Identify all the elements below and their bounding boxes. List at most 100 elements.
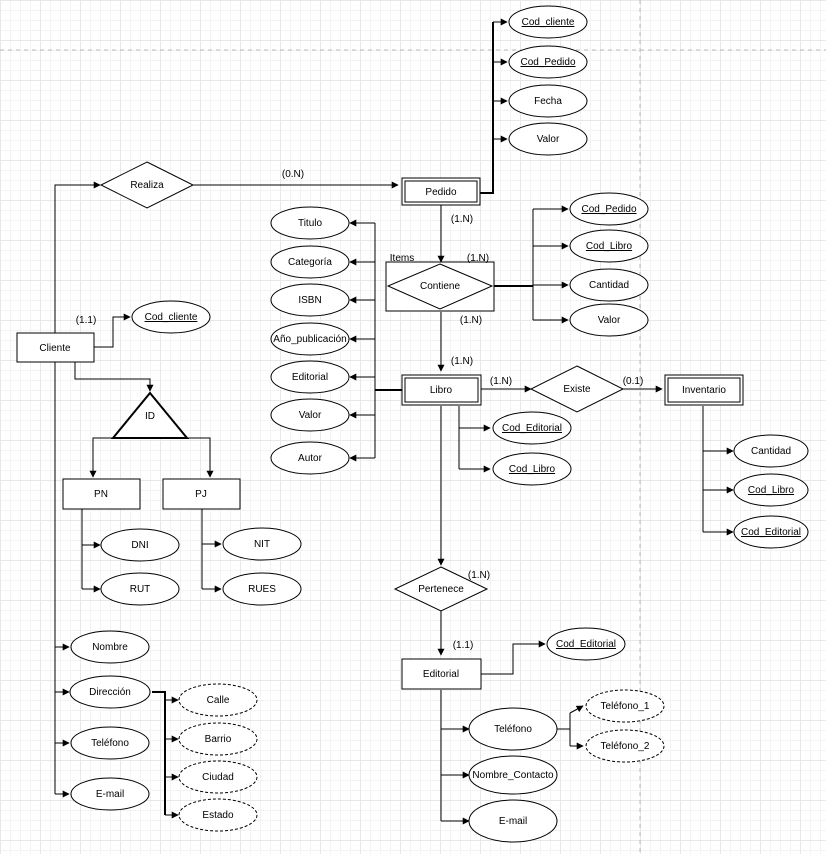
svg-text:Estado: Estado	[202, 810, 234, 821]
relationship-pertenece-label: Pertenece	[418, 584, 464, 595]
svg-text:NIT: NIT	[254, 539, 270, 550]
svg-text:Cod_Libro: Cod_Libro	[586, 241, 633, 252]
svg-text:Nombre: Nombre	[92, 642, 128, 653]
card-realiza-pedido: (0.N)	[282, 169, 304, 180]
attr-editorial-cod-editorial[interactable]: Cod_Editorial	[546, 627, 626, 661]
attr-pn-rut[interactable]: RUT	[100, 572, 180, 606]
entity-libro[interactable]: Libro	[401, 374, 482, 406]
attr-pedido-fecha[interactable]: Fecha	[508, 84, 588, 118]
svg-text:Valor: Valor	[299, 410, 322, 421]
relationship-realiza-label: Realiza	[130, 180, 164, 191]
svg-text:RUT: RUT	[130, 584, 151, 595]
relationship-contiene[interactable]: Contiene	[385, 261, 495, 312]
attr-libro-valor[interactable]: Valor	[270, 398, 350, 432]
svg-text:Ciudad: Ciudad	[202, 772, 234, 783]
attr-cliente-cod-cliente[interactable]: Cod_cliente	[131, 300, 211, 334]
svg-text:Cod_Libro: Cod_Libro	[509, 464, 556, 475]
attr-libro-categoria[interactable]: Categoría	[270, 245, 350, 279]
attr-cliente-direccion[interactable]: Dirección	[69, 675, 151, 709]
attr-cliente-email[interactable]: E-mail	[70, 777, 150, 811]
attr-inventario-cantidad[interactable]: Cantidad	[733, 434, 809, 468]
card-items: Items	[390, 253, 414, 264]
attr-direccion-barrio[interactable]: Barrio	[178, 722, 258, 756]
relationship-realiza[interactable]: Realiza	[99, 161, 195, 209]
svg-text:Cantidad: Cantidad	[751, 446, 791, 457]
attr-inventario-cod-editorial[interactable]: Cod_Editorial	[733, 515, 809, 549]
attr-pj-nit[interactable]: NIT	[222, 527, 302, 561]
card-contiene-libro: (1.N)	[460, 315, 482, 326]
entity-pn-label: PN	[94, 489, 108, 500]
svg-text:Cod_Pedido: Cod_Pedido	[520, 57, 575, 68]
relationship-existe-label: Existe	[563, 384, 591, 395]
attr-pn-dni[interactable]: DNI	[100, 528, 180, 562]
entity-pedido-label: Pedido	[425, 187, 457, 198]
attr-libro-isbn[interactable]: ISBN	[270, 283, 350, 317]
cardinality-labels: (0.N) (1.N) Items (1.N) (1.N) (1.N) (1.N…	[76, 169, 644, 651]
svg-text:Cod_Editorial: Cod_Editorial	[741, 527, 801, 538]
entity-cliente-label: Cliente	[39, 343, 71, 354]
attr-editorial-nombre-contacto[interactable]: Nombre_Contacto	[468, 755, 558, 795]
svg-text:Cod_cliente: Cod_cliente	[145, 312, 198, 323]
svg-text:Año_publicación: Año_publicación	[273, 334, 346, 345]
relationship-existe[interactable]: Existe	[529, 365, 625, 413]
relationship-pertenece[interactable]: Pertenece	[393, 566, 489, 612]
attr-editorial-email[interactable]: E-mail	[468, 799, 558, 843]
entity-editorial-label: Editorial	[423, 669, 459, 680]
entity-editorial[interactable]: Editorial	[401, 658, 482, 690]
svg-text:Categoría: Categoría	[288, 257, 332, 268]
svg-text:E-mail: E-mail	[499, 816, 527, 827]
svg-text:Editorial: Editorial	[292, 372, 328, 383]
svg-text:Cod_Libro: Cod_Libro	[748, 485, 795, 496]
card-libro-existe: (1.N)	[490, 376, 512, 387]
entity-pn[interactable]: PN	[62, 478, 141, 510]
svg-text:Teléfono: Teléfono	[91, 738, 129, 749]
svg-text:Barrio: Barrio	[205, 734, 232, 745]
svg-text:DNI: DNI	[131, 540, 148, 551]
attr-contiene-cantidad[interactable]: Cantidad	[569, 268, 649, 302]
attr-libro-cod-editorial[interactable]: Cod_Editorial	[492, 411, 572, 445]
entity-pj[interactable]: PJ	[162, 478, 241, 510]
card-pertenece-top: (1.N)	[468, 570, 490, 581]
svg-text:Cod_Editorial: Cod_Editorial	[556, 639, 616, 650]
svg-text:Dirección: Dirección	[89, 687, 131, 698]
attr-direccion-ciudad[interactable]: Ciudad	[178, 760, 258, 794]
svg-text:Autor: Autor	[298, 453, 323, 464]
specialization-id-label: ID	[145, 411, 155, 422]
entity-pedido[interactable]: Pedido	[401, 177, 481, 206]
attr-libro-anio[interactable]: Año_publicación	[270, 322, 350, 356]
relationship-contiene-label: Contiene	[420, 281, 460, 292]
entity-inventario[interactable]: Inventario	[664, 374, 744, 406]
attr-pedido-valor[interactable]: Valor	[508, 122, 588, 156]
attr-editorial-telefono[interactable]: Teléfono	[468, 707, 558, 751]
svg-text:Cod_cliente: Cod_cliente	[522, 17, 575, 28]
svg-text:Cod_Pedido: Cod_Pedido	[581, 204, 636, 215]
specialization-id[interactable]: ID	[110, 391, 190, 439]
attr-editorial-telefono-2[interactable]: Teléfono_2	[585, 729, 665, 763]
attr-pedido-cod-pedido[interactable]: Cod_Pedido	[508, 45, 588, 79]
svg-text:ISBN: ISBN	[298, 295, 321, 306]
svg-text:Valor: Valor	[598, 315, 621, 326]
entity-pj-label: PJ	[195, 489, 207, 500]
attr-libro-titulo[interactable]: Titulo	[270, 206, 350, 240]
card-pertenece-editorial: (1.1)	[453, 640, 474, 651]
svg-text:Valor: Valor	[537, 134, 560, 145]
attr-pedido-cod-cliente[interactable]: Cod_cliente	[508, 5, 588, 39]
attr-contiene-valor[interactable]: Valor	[569, 303, 649, 337]
attr-contiene-cod-libro[interactable]: Cod_Libro	[569, 229, 649, 263]
attr-cliente-telefono[interactable]: Teléfono	[70, 726, 150, 760]
attr-direccion-calle[interactable]: Calle	[178, 683, 258, 717]
attr-contiene-cod-pedido[interactable]: Cod_Pedido	[569, 192, 649, 226]
attr-editorial-telefono-1[interactable]: Teléfono_1	[585, 689, 665, 723]
attr-direccion-estado[interactable]: Estado	[178, 798, 258, 832]
connectors	[54, 18, 734, 825]
attr-cliente-nombre[interactable]: Nombre	[70, 630, 150, 664]
attr-libro-editorial[interactable]: Editorial	[270, 360, 350, 394]
card-libro-top: (1.N)	[451, 356, 473, 367]
svg-text:Titulo: Titulo	[298, 218, 323, 229]
attr-libro-cod-libro[interactable]: Cod_Libro	[492, 452, 572, 486]
attr-inventario-cod-libro[interactable]: Cod_Libro	[733, 473, 809, 507]
attr-pj-rues[interactable]: RUES	[222, 572, 302, 606]
attr-libro-autor[interactable]: Autor	[270, 441, 350, 475]
entity-cliente[interactable]: Cliente	[16, 332, 95, 363]
